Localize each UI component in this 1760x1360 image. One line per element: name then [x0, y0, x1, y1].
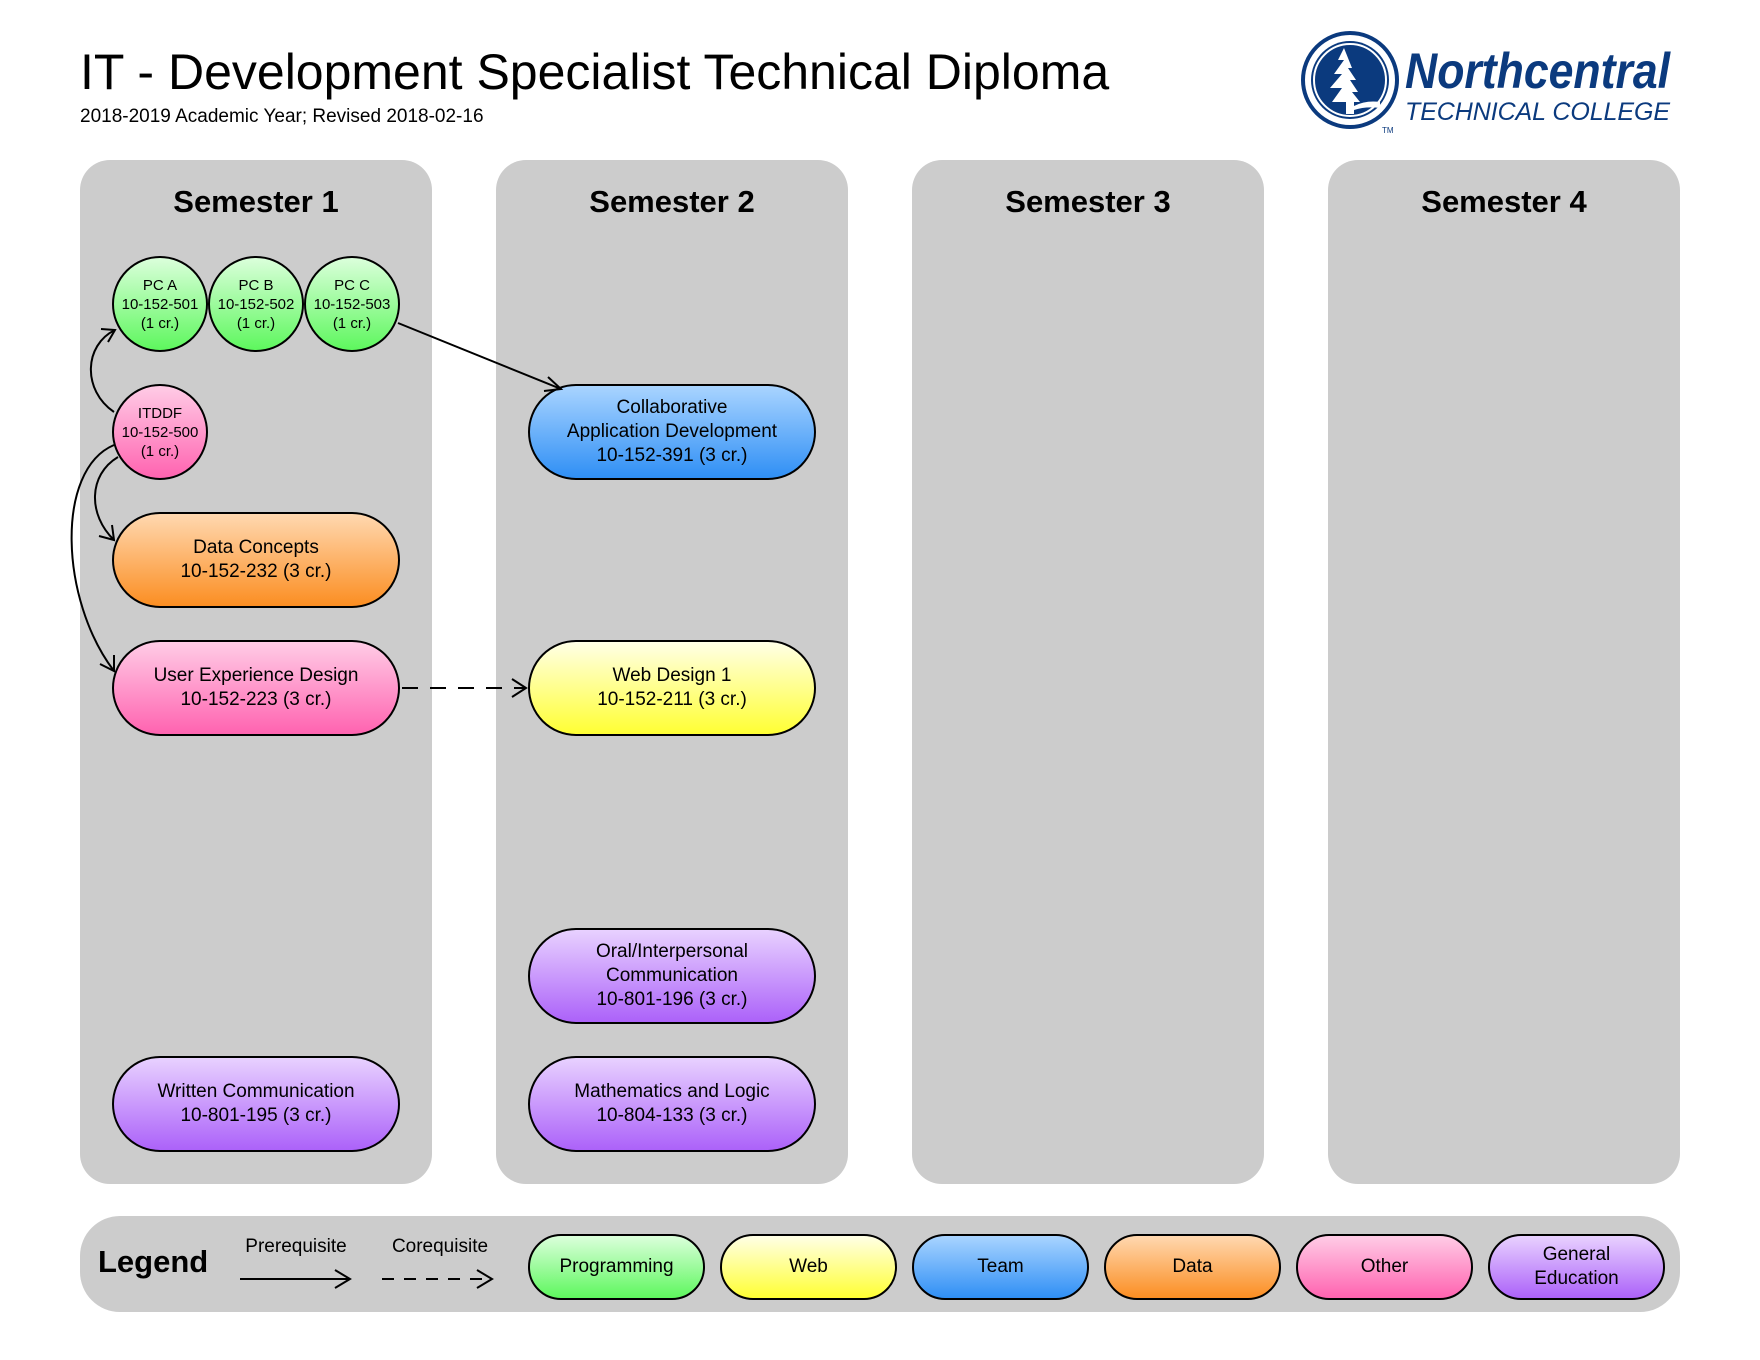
course-code: 10-152-232 (3 cr.)	[180, 561, 332, 582]
course-name: PC C	[334, 276, 370, 294]
course-credits: (1 cr.)	[140, 442, 180, 460]
course-code: 10-152-503	[313, 295, 391, 313]
college-logo: TM Northcentral TECHNICAL COLLEGE	[1300, 30, 1690, 136]
course-name-line2: Application Development	[566, 421, 778, 442]
semester-3-panel: Semester 3	[912, 160, 1264, 1184]
arrowhead-icon	[476, 1269, 494, 1289]
legend-general-education: General Education	[1488, 1234, 1665, 1300]
course-name: Web Design 1	[612, 665, 732, 686]
legend-web: Web	[720, 1234, 897, 1300]
course-code: 10-801-196 (3 cr.)	[596, 989, 748, 1010]
course-code: 10-152-223 (3 cr.)	[180, 689, 332, 710]
course-code: 10-801-195 (3 cr.)	[180, 1105, 332, 1126]
legend-data: Data	[1104, 1234, 1281, 1300]
course-code: 10-152-501	[121, 295, 199, 313]
course-name: Written Communication	[157, 1081, 355, 1102]
course-name: Data Concepts	[193, 537, 319, 558]
svg-text:TM: TM	[1382, 126, 1394, 135]
legend-corequisite-label: Corequisite	[391, 1236, 489, 1257]
course-code: 10-804-133 (3 cr.)	[596, 1105, 748, 1126]
semester-3-title: Semester 3	[1005, 184, 1171, 219]
course-collaborative-app-dev[interactable]: Collaborative Application Development 10…	[528, 384, 816, 480]
course-name: PC B	[238, 276, 274, 294]
page-subtitle: 2018-2019 Academic Year; Revised 2018-02…	[80, 106, 484, 127]
course-credits: (1 cr.)	[140, 314, 180, 332]
course-web-design-1[interactable]: Web Design 1 10-152-211 (3 cr.)	[528, 640, 816, 736]
legend-label-line1: General	[1542, 1244, 1611, 1265]
legend-other: Other	[1296, 1234, 1473, 1300]
legend-prerequisite-label: Prerequisite	[245, 1236, 347, 1257]
course-code: 10-152-211 (3 cr.)	[597, 689, 747, 710]
prerequisite-arrow-icon	[240, 1269, 352, 1289]
course-name: Collaborative	[616, 397, 728, 418]
course-pc-c[interactable]: PC C 10-152-503 (1 cr.)	[304, 256, 400, 352]
course-code: 10-152-502	[217, 295, 295, 313]
course-code: 10-152-391 (3 cr.)	[596, 445, 748, 466]
legend-team: Team	[912, 1234, 1089, 1300]
pine-tree-seal-icon: TM Northcentral TECHNICAL COLLEGE	[1301, 31, 1671, 135]
course-itddf[interactable]: ITDDF 10-152-500 (1 cr.)	[112, 384, 208, 480]
course-math-logic[interactable]: Mathematics and Logic 10-804-133 (3 cr.)	[528, 1056, 816, 1152]
page-title: IT - Development Specialist Technical Di…	[80, 44, 1110, 100]
course-credits: (1 cr.)	[236, 314, 276, 332]
legend: Legend Prerequisite Corequisite Programm…	[80, 1216, 1680, 1312]
course-pc-a[interactable]: PC A 10-152-501 (1 cr.)	[112, 256, 208, 352]
course-pc-b[interactable]: PC B 10-152-502 (1 cr.)	[208, 256, 304, 352]
logo-tagline: TECHNICAL COLLEGE	[1405, 98, 1670, 126]
course-data-concepts[interactable]: Data Concepts 10-152-232 (3 cr.)	[112, 512, 400, 608]
course-written-communication[interactable]: Written Communication 10-801-195 (3 cr.)	[112, 1056, 400, 1152]
course-name: Oral/Interpersonal	[595, 941, 749, 962]
logo-name: Northcentral	[1405, 43, 1671, 99]
course-name: ITDDF	[137, 404, 183, 422]
course-name-line2: Communication	[605, 965, 738, 986]
semester-4-panel: Semester 4	[1328, 160, 1680, 1184]
course-code: 10-152-500	[121, 423, 199, 441]
semester-2-title: Semester 2	[589, 184, 755, 219]
legend-arrows	[240, 1269, 494, 1289]
course-credits: (1 cr.)	[332, 314, 372, 332]
legend-label-line2: Education	[1534, 1268, 1619, 1289]
legend-title: Legend	[98, 1244, 209, 1279]
course-name: PC A	[142, 276, 178, 294]
course-name: User Experience Design	[153, 665, 359, 686]
semester-1-title: Semester 1	[173, 184, 339, 219]
course-ux-design[interactable]: User Experience Design 10-152-223 (3 cr.…	[112, 640, 400, 736]
course-oral-communication[interactable]: Oral/Interpersonal Communication 10-801-…	[528, 928, 816, 1024]
semester-4-title: Semester 4	[1421, 184, 1587, 219]
legend-programming: Programming	[528, 1234, 705, 1300]
course-name: Mathematics and Logic	[574, 1081, 770, 1102]
